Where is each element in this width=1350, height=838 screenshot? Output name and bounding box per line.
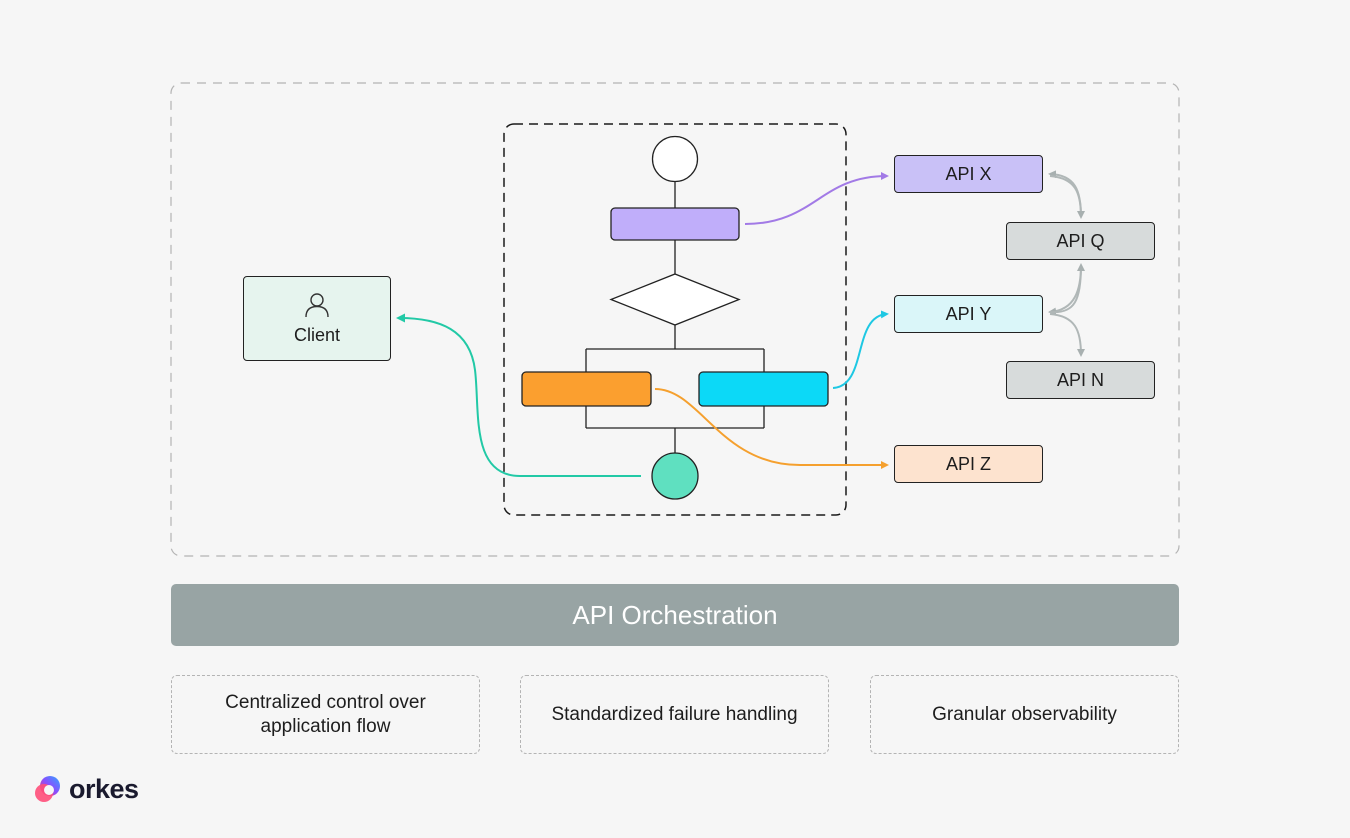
task-purple [610, 207, 740, 241]
arrow-cyan-to-api-y [832, 310, 889, 389]
start-node [651, 135, 699, 183]
feature-box: Centralized control over application flo… [171, 675, 480, 754]
orkes-logo: orkes [33, 771, 139, 807]
workflow-connectors [585, 181, 765, 453]
arrow-orange-to-api-z [654, 388, 889, 469]
api-z-label: API Z [945, 453, 991, 474]
logo-text: orkes [69, 773, 139, 804]
feature-label: Standardized failure handling [551, 703, 798, 725]
feature-label: Centralized control over application flo… [225, 691, 426, 737]
api-q-label: API Q [1056, 230, 1105, 251]
api-x-node: API X [894, 155, 1043, 193]
banner-label: API Orchestration [572, 599, 778, 630]
api-orchestration-banner: API Orchestration [171, 584, 1179, 646]
api-x-label: API X [945, 163, 992, 184]
api-n-node: API N [1006, 361, 1155, 399]
task-orange [521, 371, 652, 407]
api-y-label: API Y [945, 303, 992, 324]
client-node: Client [243, 276, 391, 361]
user-icon [305, 293, 329, 318]
api-y-node: API Y [894, 295, 1043, 333]
arrow-teal-to-client [396, 313, 641, 477]
end-node [651, 452, 699, 500]
workflow-boundary [503, 123, 847, 516]
feature-label: Granular observability [932, 703, 1117, 725]
arrow-purple-to-api-x [744, 172, 889, 225]
api-q-node: API Q [1006, 222, 1155, 260]
client-label: Client [293, 325, 341, 345]
api-z-node: API Z [894, 445, 1043, 483]
api-links [1048, 170, 1085, 357]
feature-box: Granular observability [870, 675, 1179, 754]
decision-node [609, 273, 741, 326]
feature-box: Standardized failure handling [520, 675, 829, 754]
api-n-label: API N [1056, 369, 1104, 390]
orkes-logo-icon [35, 776, 60, 802]
task-cyan [698, 371, 829, 407]
